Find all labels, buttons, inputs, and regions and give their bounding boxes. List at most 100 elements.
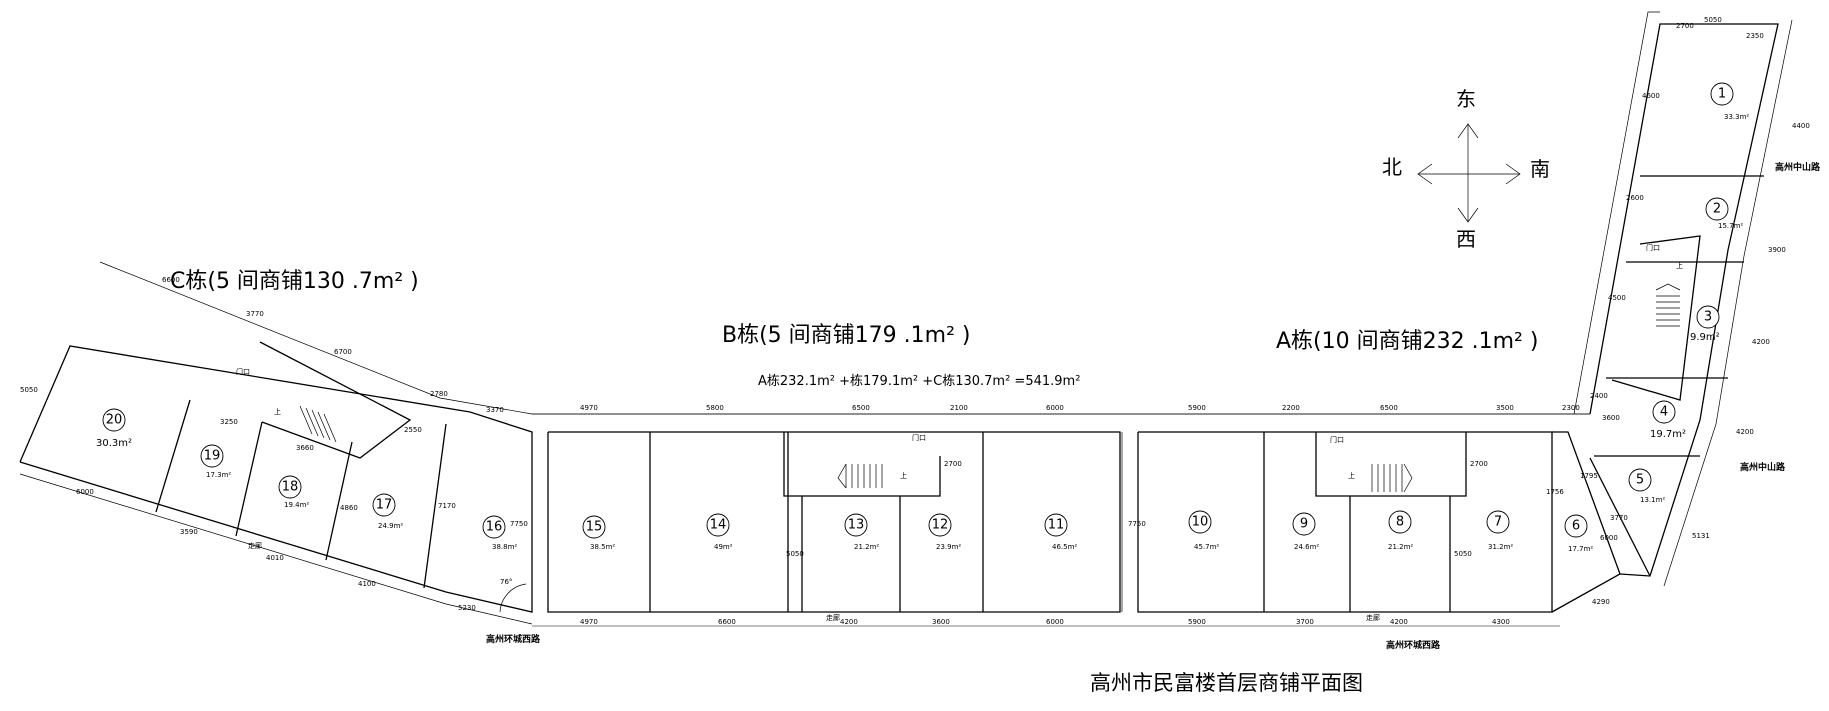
dim-c-top: 6600 [162,276,180,284]
shop-area: 21.2m² [1388,543,1413,551]
dim-c-inner: 2550 [404,426,422,434]
door-label: 门口 [1646,243,1660,252]
partition [155,399,191,513]
shop-number: 16 [486,520,503,535]
shop-number-circle [278,475,302,499]
shop-number-circle [1044,513,1068,537]
dim-a-right: 4400 [1792,122,1810,130]
shop-15: 15 38.5m² [582,515,615,551]
dim-top: 3500 [1496,404,1514,412]
shop-9: 9 24.6m² [1292,512,1319,551]
shop-number: 17 [376,498,393,513]
arrow-west-icon [1457,207,1479,223]
road-zhongshan-top: 高州中山路 [1775,161,1821,173]
dim-depth: 2700 [944,460,962,468]
corridor-label: 走廊 [826,613,840,622]
building-c: 上 门口 76° [19,261,533,625]
shop-number: 3 [1704,310,1712,325]
shop-20: 20 30.3m² [96,408,132,449]
dim-bottom: 3600 [932,618,950,626]
shop-18: 18 19.4m² [278,475,309,509]
road-zhongshan-bottom: 高州中山路 [1740,461,1786,473]
shop-number-circle [200,444,224,468]
dim-c-inner: 4860 [340,504,358,512]
shop-area: 21.2m² [854,543,879,551]
shop-number: 10 [1192,515,1209,530]
shop-number: 6 [1572,519,1580,534]
shop-19: 19 17.3m² [200,444,231,479]
stair-core [783,432,941,497]
dim-c-inner: 5050 [20,386,38,394]
dim-bottom: 6600 [718,618,736,626]
shop-number-circle [1292,512,1316,536]
shop-number-circle [582,515,606,539]
zhongshan-road-line [1663,19,1793,587]
dim-bottom: 4300 [1492,618,1510,626]
shop-17: 17 24.9m² [372,493,403,530]
dim-a-right: 4200 [1752,338,1770,346]
shop-number: 13 [848,518,865,533]
shop-number-circle [1486,510,1510,534]
dim-top: 2300 [1562,404,1580,412]
dim-top: 2100 [950,404,968,412]
shop-2: 2 15.7m² [1705,197,1743,230]
dim-a-left: 3770 [1610,514,1628,522]
dim-depth: 7750 [510,520,528,528]
door-label: 门口 [236,367,250,376]
building-b-label: B栋(5 间商铺179 .1m² ) [722,323,970,348]
shop-number: 5 [1636,473,1644,488]
shop-5-diagonal [1589,457,1651,577]
stair-label: 上 [274,407,281,416]
shop-number-circle [1652,400,1676,424]
dim-bottom: 5900 [1188,618,1206,626]
dim-bottom: 4200 [1390,618,1408,626]
dim-depth: 7750 [1128,520,1146,528]
dim-bottom: 4200 [840,618,858,626]
partition [325,441,353,561]
stair-side [1655,283,1681,291]
building-a-vertical: 上 门口 高州中山路 高州中山路 [1573,11,1821,587]
shop-number: 12 [932,518,949,533]
shop-number-circle [1705,197,1729,221]
shop-number-circle [1696,305,1720,329]
shop-number: 19 [204,449,221,464]
stair-label: 上 [1676,261,1683,270]
shop-area: 17.7m² [1568,545,1593,553]
shop-11: 11 46.5m² [1044,513,1077,551]
shop-number-circle [1388,510,1412,534]
dim-a-left: 4600 [1642,92,1660,100]
partition [235,421,263,537]
building-c-top-line [99,261,533,415]
dim-a-left: 1795 [1580,472,1598,480]
dim-top: 6500 [852,404,870,412]
compass-west-label: 西 [1456,227,1476,251]
dim-depth: 5050 [786,550,804,558]
dim-a-right: 5131 [1692,532,1710,540]
building-c-label: C栋(5 间商铺130 .7m² ) [170,269,419,294]
shop-number-circle [372,493,396,517]
dim-a-left: 3600 [1602,414,1620,422]
shop-number-circle [1710,82,1734,106]
dim-bottom: 6000 [1046,618,1064,626]
dim-top: 2200 [1282,404,1300,412]
dim-bottom: 3700 [1296,618,1314,626]
dim-c-inner: 3250 [220,418,238,426]
shop-10: 10 45.7m² [1188,510,1219,551]
dim-top: 5800 [706,404,724,412]
dim-c-bottom: 4100 [358,580,376,588]
shop-13: 13 21.2m² [844,513,879,551]
stair-step [311,409,325,439]
shop-number: 7 [1494,515,1502,530]
stair-core [1611,235,1701,401]
shop-area: 38.8m² [492,543,517,551]
building-a-label: A栋(10 间商铺232 .1m² ) [1276,329,1538,354]
shop-number: 20 [106,413,123,428]
corridor-label: 走廊 [248,541,262,550]
dim-c-bottom: 3590 [180,528,198,536]
dim-c-top: 6700 [334,348,352,356]
shop-area: 15.7m² [1718,222,1743,230]
shop-12: 12 23.9m² [928,513,961,551]
compass-south-label: 南 [1530,157,1550,181]
shop-7: 7 31.2m² [1486,510,1513,551]
dim-a-left: 1756 [1546,488,1564,496]
